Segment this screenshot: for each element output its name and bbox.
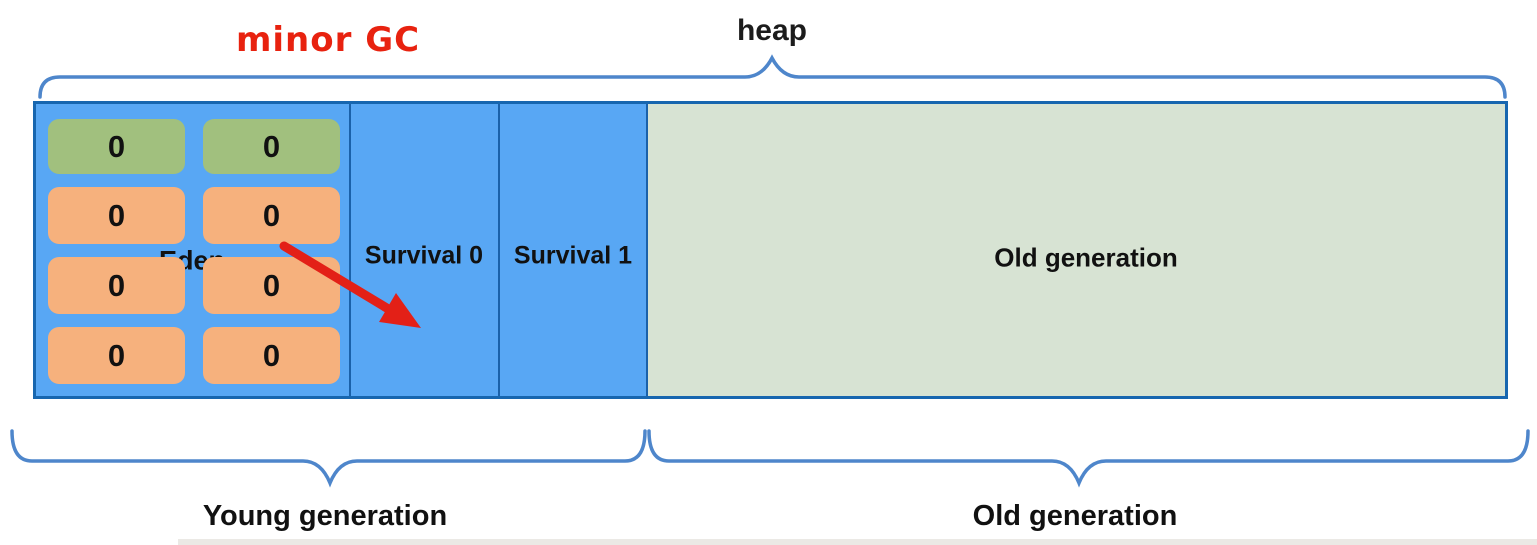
minor-gc-label: minor GC (235, 20, 421, 60)
eden-slot: 0 (203, 119, 340, 174)
survival1-section-label: Survival 1 (513, 241, 633, 270)
eden-slot: 0 (203, 327, 340, 384)
young-generation-brace (10, 429, 647, 488)
eden-slot: 0 (48, 187, 185, 244)
survival0-survival1-divider (498, 104, 500, 396)
eden-slot: 0 (48, 257, 185, 314)
heap-rectangle: Eden 0 0 0 0 0 0 0 0 Survival 0 Survival… (33, 101, 1508, 399)
survival0-section-label: Survival 0 (364, 241, 484, 270)
old-generation-section (646, 104, 1505, 396)
old-generation-label: Old generation (972, 500, 1178, 532)
old-generation-section-label: Old generation (994, 242, 1178, 273)
bottom-frame-strip (178, 539, 1537, 545)
eden-slot: 0 (48, 327, 185, 384)
eden-slot: 0 (48, 119, 185, 174)
eden-slot: 0 (203, 187, 340, 244)
eden-slot-grid: 0 0 0 0 0 0 0 0 (48, 119, 340, 384)
heap-label: heap (736, 14, 808, 47)
eden-slot: 0 (203, 257, 340, 314)
heap-brace (38, 54, 1507, 99)
old-generation-brace (647, 429, 1530, 488)
eden-survival0-divider (349, 104, 351, 396)
young-generation-label: Young generation (202, 500, 448, 532)
